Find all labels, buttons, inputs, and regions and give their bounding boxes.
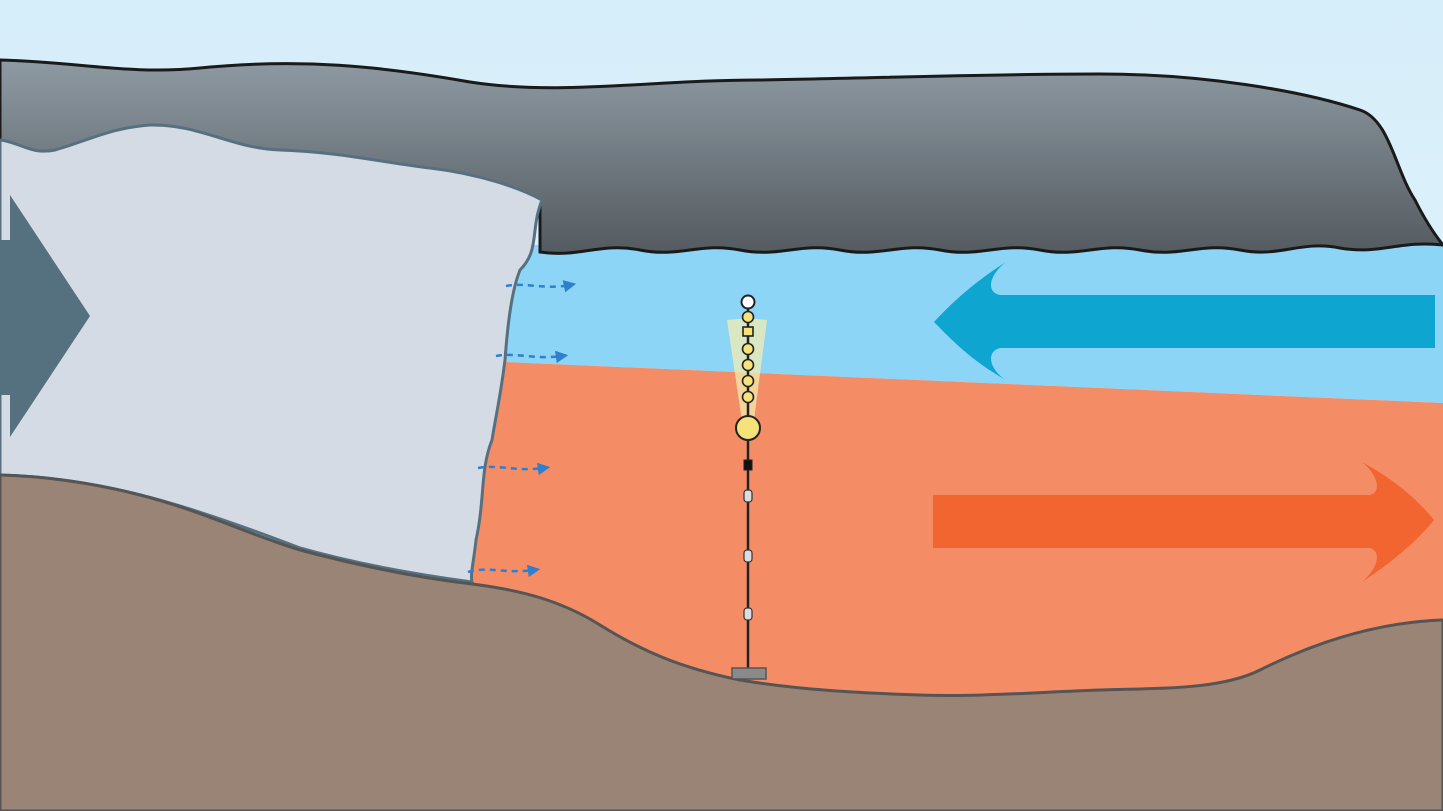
mooring-sensor (743, 549, 753, 563)
instrument-float (741, 358, 755, 372)
meltwater-arrow-icon (477, 462, 551, 476)
top-float (740, 294, 756, 310)
instrument-sensor (742, 326, 754, 337)
mooring-anchor (731, 667, 767, 680)
meltwater-arrow-icon (495, 350, 569, 364)
glacier-ice (0, 123, 544, 584)
current-meter (743, 459, 753, 471)
instrument-float (741, 310, 755, 324)
instrument-float (741, 374, 755, 388)
seafloor (0, 473, 1443, 811)
mooring-icon (727, 294, 767, 680)
mooring-sensor (743, 607, 753, 621)
mooring-sensor (743, 489, 753, 503)
instrument-float (741, 390, 755, 404)
warm-current-arrow-icon (933, 462, 1434, 582)
cold-current-arrow-icon (934, 262, 1435, 380)
main-buoy (735, 415, 761, 441)
glacier-flow-arrow-icon (0, 195, 90, 437)
meltwater-arrows (467, 280, 577, 578)
meltwater-arrow-icon (467, 564, 541, 578)
meltwater-arrow-icon (505, 280, 577, 293)
instrument-float (741, 342, 755, 356)
